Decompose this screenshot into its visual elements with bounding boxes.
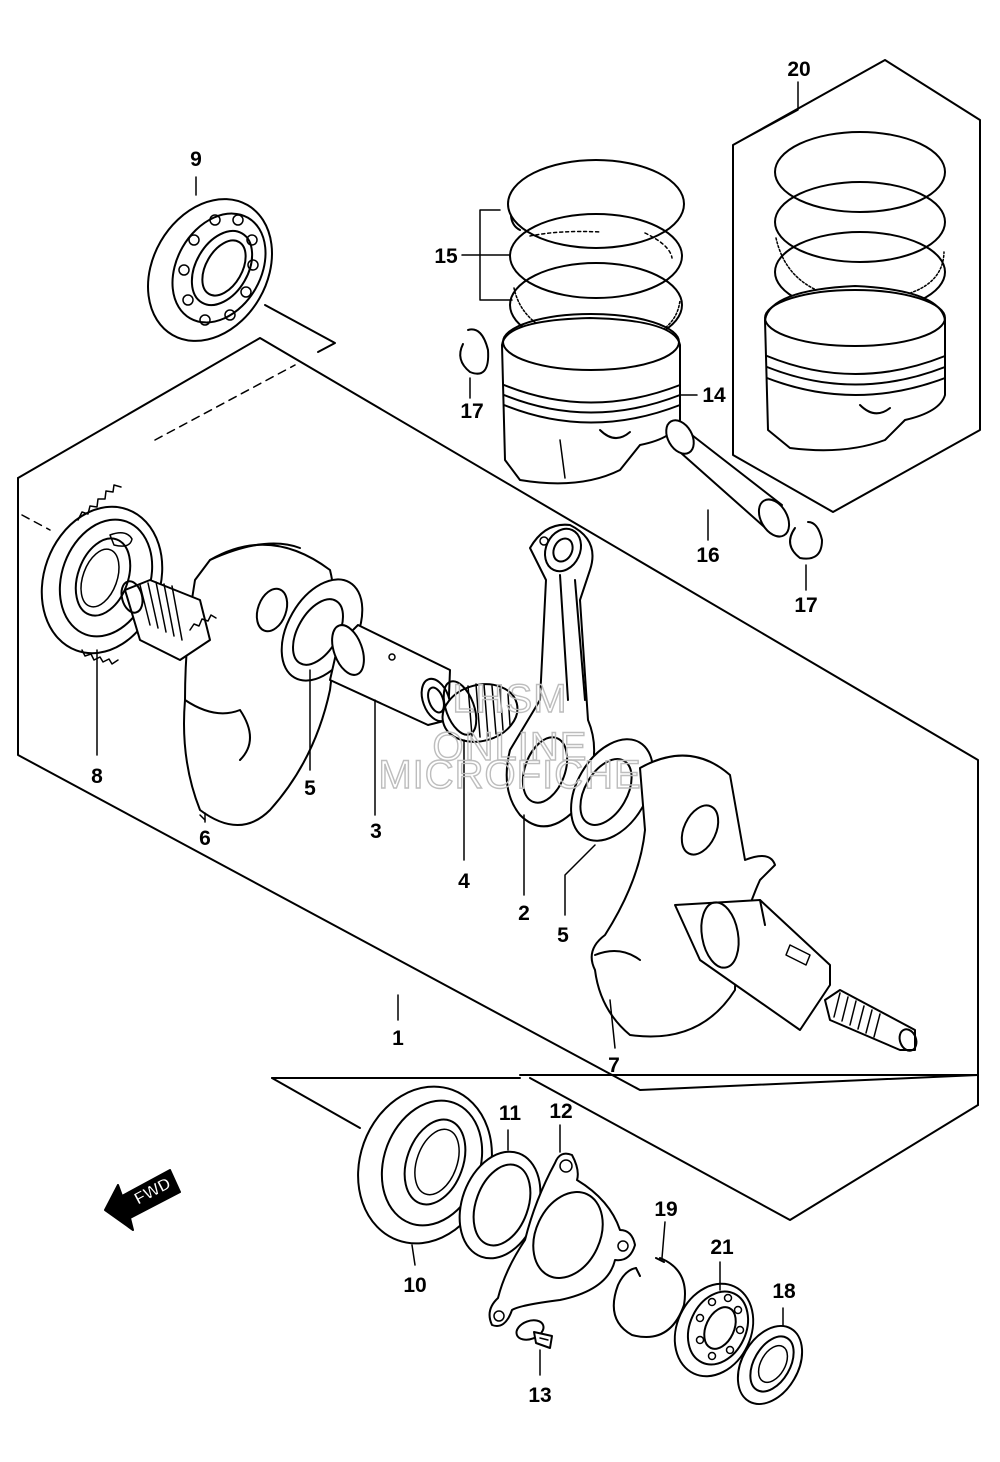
callout-1: 1 [392, 1027, 404, 1050]
leader-lines [96, 81, 807, 1376]
callout-5a: 5 [304, 777, 316, 800]
callout-17b: 17 [794, 594, 817, 617]
oil-seal-11 [458, 1150, 542, 1260]
callout-12: 12 [549, 1100, 572, 1123]
piston-14 [501, 313, 681, 485]
screw-13 [515, 1319, 553, 1349]
callout-4: 4 [458, 870, 470, 893]
connecting-rod-2 [505, 523, 596, 828]
callout-15: 15 [434, 245, 458, 268]
bearing-21 [673, 1282, 755, 1378]
callout-21: 21 [710, 1236, 734, 1259]
retainer-plate-12 [488, 1152, 636, 1327]
needle-bearing-4 [441, 680, 519, 743]
callout-13: 13 [528, 1384, 551, 1407]
callout-10: 10 [403, 1274, 426, 1297]
callout-7: 7 [608, 1054, 620, 1077]
callout-16: 16 [696, 544, 719, 567]
watermark: LHSM ONLINE MICROFICHE [378, 676, 642, 797]
circlip-17b [789, 521, 823, 560]
callout-5b: 5 [557, 924, 569, 947]
callout-11: 11 [499, 1102, 522, 1125]
oil-seal-18 [736, 1325, 804, 1405]
piston-kit-outline [732, 59, 981, 513]
callout-14: 14 [702, 384, 726, 407]
callout-labels: 1 2 3 4 5 5 6 7 8 9 10 11 12 13 14 15 16… [91, 58, 818, 1407]
callout-6: 6 [199, 827, 211, 850]
circlip-17a [459, 328, 490, 375]
callout-18: 18 [772, 1280, 796, 1303]
piston-kit-20 [764, 131, 946, 452]
callout-20: 20 [787, 58, 810, 81]
crank-pin-3 [329, 624, 452, 726]
crankshaft-assembly-outline [17, 304, 979, 1221]
callout-17a: 17 [460, 400, 483, 423]
watermark-line-2: ONLINE [433, 725, 588, 769]
bearing-10 [357, 1085, 493, 1245]
crank-half-6 [120, 542, 336, 826]
watermark-line-1: LHSM [452, 677, 567, 721]
callout-3: 3 [370, 820, 382, 843]
callout-9: 9 [190, 148, 202, 171]
watermark-line-3: MICROFICHE [378, 753, 641, 797]
circlip-19 [612, 1257, 686, 1338]
fwd-arrow-icon: FWD [104, 1169, 181, 1231]
callout-19: 19 [654, 1198, 677, 1221]
crank-half-7 [590, 754, 918, 1052]
piston-pin-16 [665, 419, 791, 538]
callout-2: 2 [518, 902, 530, 925]
callout-8: 8 [91, 765, 103, 788]
bearing-9 [147, 198, 273, 342]
